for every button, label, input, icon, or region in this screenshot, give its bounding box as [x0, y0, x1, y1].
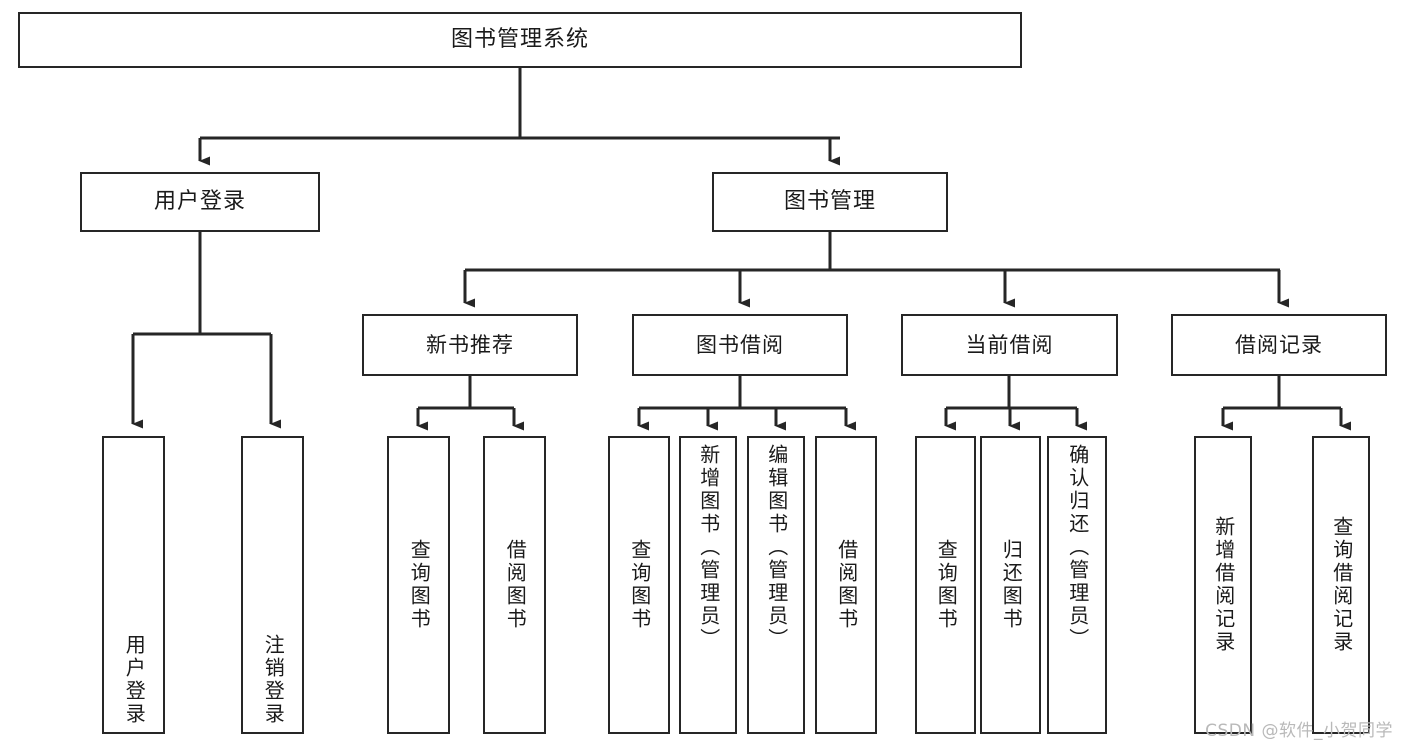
- node-leaf-query-book-2-label: 查询图书: [627, 539, 652, 631]
- node-leaf-edit-book-admin-label: 编辑图书（管理员）: [764, 444, 789, 651]
- node-leaf-query-book-1-label: 查询图书: [407, 539, 432, 631]
- node-book-management-label: 图书管理: [783, 189, 876, 215]
- node-leaf-user-login-label: 用户登录: [122, 634, 147, 726]
- node-book-borrow-label: 图书借阅: [696, 332, 784, 357]
- node-new-book-recommend[interactable]: 新书推荐: [362, 314, 578, 376]
- node-leaf-logout-login-label: 注销登录: [261, 634, 286, 726]
- node-borrow-record[interactable]: 借阅记录: [1171, 314, 1387, 376]
- node-book-management[interactable]: 图书管理: [712, 172, 948, 232]
- node-leaf-borrow-book-2[interactable]: 借阅图书: [815, 436, 877, 734]
- node-leaf-query-book-3[interactable]: 查询图书: [915, 436, 976, 734]
- node-borrow-record-label: 借阅记录: [1235, 332, 1323, 357]
- node-leaf-confirm-return-admin[interactable]: 确认归还（管理员）: [1047, 436, 1107, 734]
- node-leaf-return-book-label: 归还图书: [999, 539, 1024, 631]
- node-leaf-add-borrow-record[interactable]: 新增借阅记录: [1194, 436, 1252, 734]
- node-leaf-user-login[interactable]: 用户登录: [102, 436, 165, 734]
- node-user-login[interactable]: 用户登录: [80, 172, 320, 232]
- node-leaf-borrow-book-2-label: 借阅图书: [834, 539, 859, 631]
- node-leaf-query-book-2[interactable]: 查询图书: [608, 436, 670, 734]
- node-leaf-add-book-admin[interactable]: 新增图书（管理员）: [679, 436, 737, 734]
- node-book-borrow[interactable]: 图书借阅: [632, 314, 848, 376]
- node-leaf-logout-login[interactable]: 注销登录: [241, 436, 304, 734]
- node-leaf-query-borrow-record-label: 查询借阅记录: [1329, 516, 1354, 654]
- node-leaf-query-borrow-record[interactable]: 查询借阅记录: [1312, 436, 1370, 734]
- node-leaf-add-borrow-record-label: 新增借阅记录: [1211, 516, 1236, 654]
- node-user-login-label: 用户登录: [153, 189, 246, 215]
- node-leaf-borrow-book-1-label: 借阅图书: [503, 539, 528, 631]
- node-current-borrow-label: 当前借阅: [965, 332, 1054, 357]
- node-leaf-query-book-3-label: 查询图书: [934, 539, 959, 631]
- node-root-system[interactable]: 图书管理系统: [18, 12, 1022, 68]
- node-current-borrow[interactable]: 当前借阅: [901, 314, 1118, 376]
- node-new-book-recommend-label: 新书推荐: [426, 332, 514, 357]
- node-leaf-return-book[interactable]: 归还图书: [980, 436, 1041, 734]
- node-leaf-confirm-return-admin-label: 确认归还（管理员）: [1065, 444, 1090, 651]
- node-leaf-borrow-book-1[interactable]: 借阅图书: [483, 436, 546, 734]
- node-leaf-add-book-admin-label: 新增图书（管理员）: [696, 444, 721, 651]
- node-root-system-label: 图书管理系统: [450, 27, 589, 53]
- node-leaf-query-book-1[interactable]: 查询图书: [387, 436, 450, 734]
- node-leaf-edit-book-admin[interactable]: 编辑图书（管理员）: [747, 436, 805, 734]
